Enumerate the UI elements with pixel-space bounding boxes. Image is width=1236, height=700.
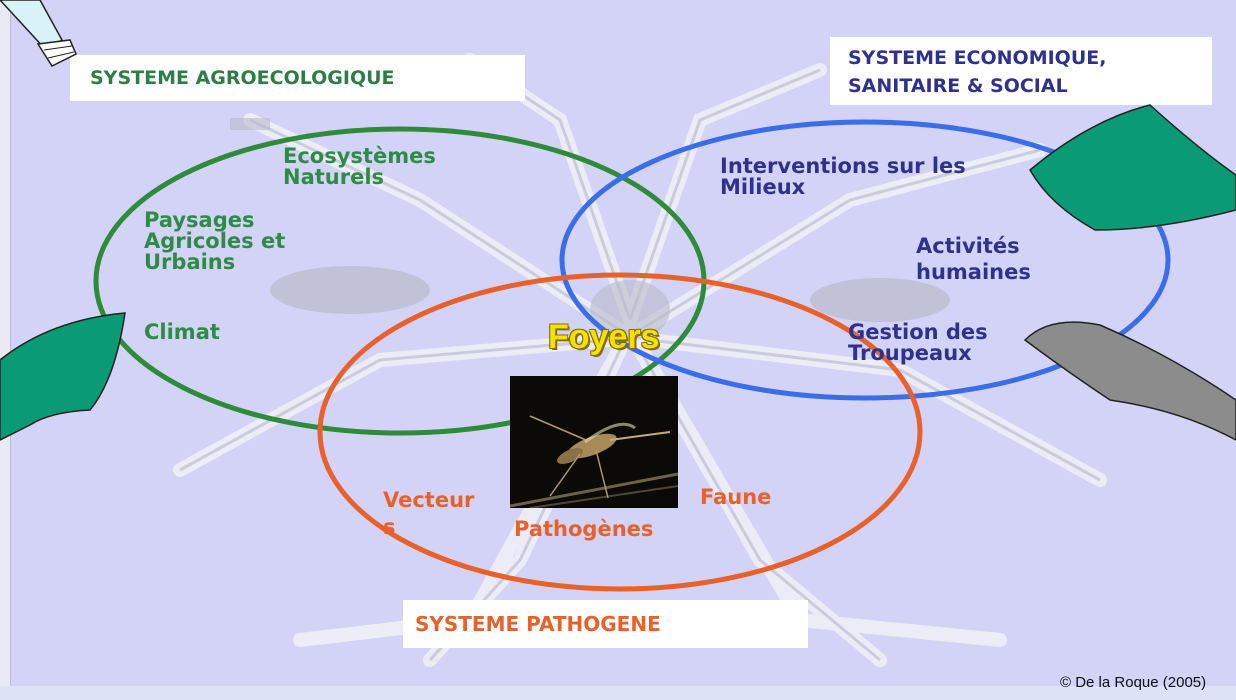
teal-leaf-shape-right <box>1030 105 1236 230</box>
label-faune: Faune <box>700 487 771 508</box>
teal-leaf-shape-left <box>0 313 125 440</box>
label-gestion: Gestion des Troupeaux <box>848 322 988 364</box>
label-climat: Climat <box>144 322 220 343</box>
label-paysages: Paysages Agricoles et Urbains <box>144 210 285 273</box>
label-pathogenes: Pathogènes <box>514 519 653 540</box>
copyright-note: © De la Roque (2005) <box>1060 674 1206 691</box>
label-vecteurs: Vecteur s <box>383 487 474 542</box>
gray-leaf-shape-right <box>1025 322 1236 440</box>
mosquito-photo <box>510 376 678 508</box>
mosquito-icon <box>510 376 678 508</box>
bottom-edge-bar <box>0 686 1236 700</box>
label-interventions: Interventions sur les Milieux <box>720 156 966 198</box>
label-activites: Activités humaines <box>916 233 1031 286</box>
pen-shape-top-left <box>0 0 76 66</box>
center-foyers: Foyers <box>548 318 660 357</box>
label-ecosystemes-naturels: Ecosystèmes Naturels <box>283 146 436 188</box>
